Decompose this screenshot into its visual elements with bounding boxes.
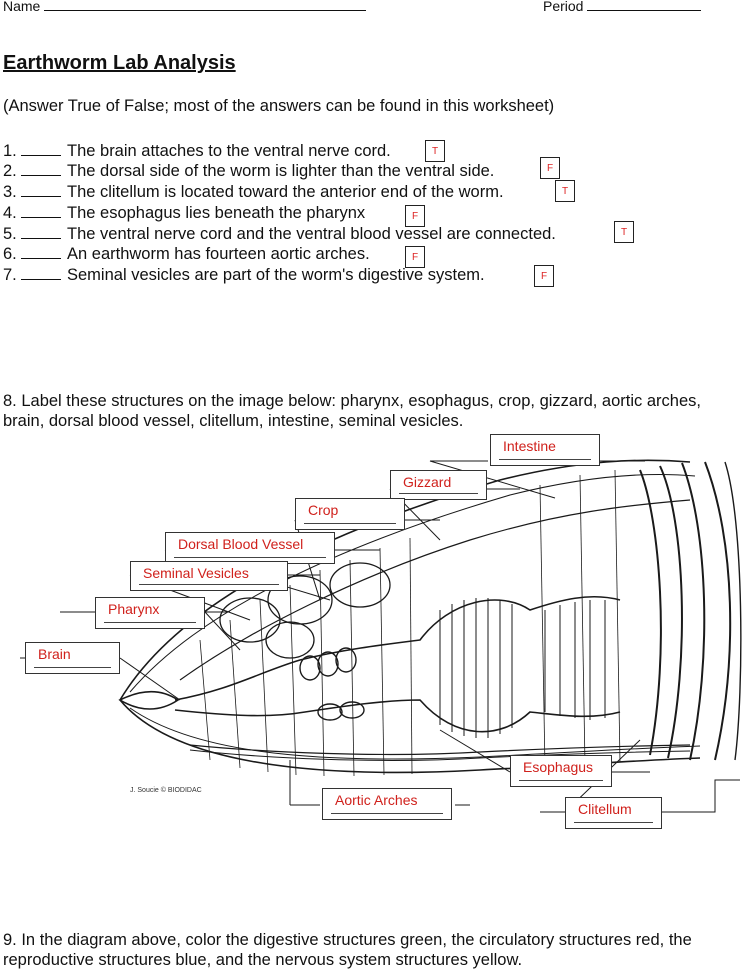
period-field: Period xyxy=(543,0,702,14)
name-label: Name xyxy=(3,0,41,14)
answer-box-1: T xyxy=(425,140,445,162)
answer-blank[interactable] xyxy=(21,162,61,176)
answer-box-7: F xyxy=(534,265,554,287)
question-9: 9. In the diagram above, color the diges… xyxy=(3,931,692,969)
label-brain[interactable]: Brain xyxy=(25,642,120,674)
answer-blank[interactable] xyxy=(21,266,61,280)
label-dorsal-blood-vessel[interactable]: Dorsal Blood Vessel xyxy=(165,532,335,564)
answer-box-2: F xyxy=(540,157,560,179)
label-seminal-vesicles[interactable]: Seminal Vesicles xyxy=(130,561,288,591)
label-text: Gizzard xyxy=(403,474,452,490)
question-number: 4. xyxy=(3,204,17,222)
label-text: Brain xyxy=(38,646,71,662)
label-underline xyxy=(399,493,478,494)
instructions: (Answer True of False; most of the answe… xyxy=(3,97,555,115)
page-title: Earthworm Lab Analysis xyxy=(3,52,236,74)
label-text: Intestine xyxy=(503,438,556,454)
label-crop[interactable]: Crop xyxy=(295,498,405,530)
answer-box-4: F xyxy=(405,205,425,227)
name-line[interactable] xyxy=(44,0,367,11)
answer-blank[interactable] xyxy=(21,204,61,218)
label-text: Pharynx xyxy=(108,601,160,617)
label-text: Crop xyxy=(308,502,339,518)
question-number: 5. xyxy=(3,225,17,243)
answer-blank[interactable] xyxy=(21,245,61,259)
label-underline xyxy=(574,822,653,823)
label-gizzard[interactable]: Gizzard xyxy=(390,470,487,500)
question-text: The ventral nerve cord and the ventral b… xyxy=(67,225,556,243)
answer-blank[interactable] xyxy=(21,183,61,197)
label-underline xyxy=(104,622,196,623)
question-number: 6. xyxy=(3,245,17,263)
answer-box-6: F xyxy=(405,246,425,268)
question-2: 2. The dorsal side of the worm is lighter… xyxy=(3,161,494,181)
question-3: 3. The clitellum is located toward the an… xyxy=(3,182,504,202)
label-intestine[interactable]: Intestine xyxy=(490,434,600,466)
label-text: Esophagus xyxy=(523,759,594,775)
label-underline xyxy=(174,557,326,558)
answer-blank[interactable] xyxy=(21,225,61,239)
label-esophagus[interactable]: Esophagus xyxy=(510,755,612,787)
label-underline xyxy=(499,459,591,460)
label-text: Aortic Arches xyxy=(335,792,418,808)
label-aortic-arches[interactable]: Aortic Arches xyxy=(322,788,452,820)
label-underline xyxy=(304,523,396,524)
question-text: An earthworm has fourteen aortic arches. xyxy=(67,245,370,263)
image-credit: J. Soucie © BIODIDAC xyxy=(130,787,202,794)
question-1: 1. The brain attaches to the ventral nerv… xyxy=(3,141,391,161)
label-text: Dorsal Blood Vessel xyxy=(178,536,304,552)
label-text: Seminal Vesicles xyxy=(143,565,249,581)
question-number: 7. xyxy=(3,266,17,284)
question-5: 5. The ventral nerve cord and the ventral… xyxy=(3,224,556,244)
name-field: Name xyxy=(3,0,367,14)
question-6: 6. An earthworm has fourteen aortic arche… xyxy=(3,244,370,264)
label-text: Clitellum xyxy=(578,801,632,817)
answer-blank[interactable] xyxy=(21,142,61,156)
label-underline xyxy=(519,780,603,781)
question-number: 3. xyxy=(3,183,17,201)
label-underline xyxy=(139,584,279,585)
question-4: 4. The esophagus lies beneath the pharynx xyxy=(3,203,365,223)
question-7: 7. Seminal vesicles are part of the worm'… xyxy=(3,265,485,285)
answer-box-5: T xyxy=(614,221,634,243)
question-text: Seminal vesicles are part of the worm's … xyxy=(67,266,485,284)
question-text: The clitellum is located toward the ante… xyxy=(67,183,504,201)
label-pharynx[interactable]: Pharynx xyxy=(95,597,205,629)
question-number: 2. xyxy=(3,162,17,180)
label-underline xyxy=(331,813,443,814)
question-8: 8. Label these structures on the image b… xyxy=(3,392,701,430)
question-number: 1. xyxy=(3,142,17,160)
period-label: Period xyxy=(543,0,584,14)
answer-box-3: T xyxy=(555,180,575,202)
label-underline xyxy=(34,667,111,668)
earthworm-diagram xyxy=(20,459,742,813)
question-text: The brain attaches to the ventral nerve … xyxy=(67,142,391,160)
label-clitellum[interactable]: Clitellum xyxy=(565,797,662,829)
question-text: The dorsal side of the worm is lighter t… xyxy=(67,162,495,180)
period-line[interactable] xyxy=(587,0,702,11)
question-text: The esophagus lies beneath the pharynx xyxy=(67,204,366,222)
